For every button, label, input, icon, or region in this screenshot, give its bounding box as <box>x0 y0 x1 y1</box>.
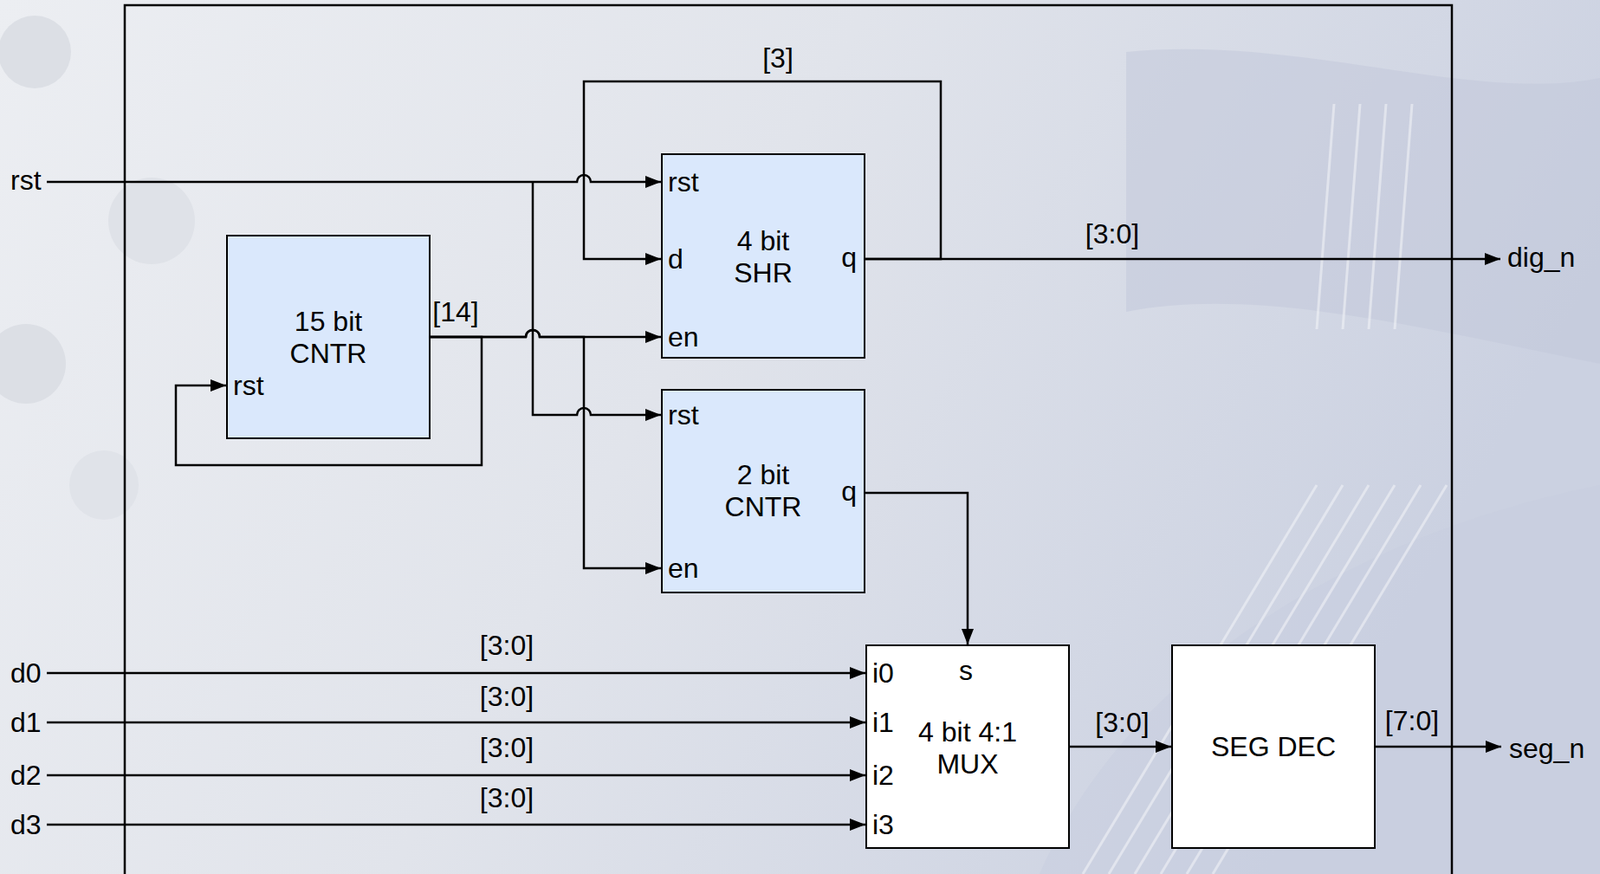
multiplexer-block: i0 s i1 4 bit 4:1 MUX i2 i3 <box>865 644 1070 849</box>
module-boundary <box>124 5 1452 874</box>
output-bus-wire <box>865 258 1501 261</box>
input-bus-wire <box>46 774 866 778</box>
counter-block: rst 2 bit CNTR q en <box>660 388 866 594</box>
background-decoration <box>0 15 72 89</box>
signal-name: seg_n <box>1509 732 1585 765</box>
background-decoration <box>69 450 139 520</box>
block-title: 4 bit 4:1 MUX <box>909 716 1027 781</box>
bus-width-label: [3:0] <box>479 680 534 713</box>
pin-label: d <box>667 243 684 276</box>
bus-width-label: [7:0] <box>1385 705 1439 738</box>
background-decoration <box>1368 103 1387 330</box>
decoder-block: SEG DEC <box>1171 644 1376 849</box>
bus-width-label: [3] <box>762 42 794 75</box>
background-decoration <box>1082 103 1447 874</box>
signal-connector <box>865 492 968 645</box>
signal-name: d0 <box>10 657 42 690</box>
input-bus-wire <box>46 721 866 725</box>
background-decoration <box>1160 485 1395 874</box>
background-decoration <box>0 323 66 404</box>
pin-label: q <box>841 475 857 508</box>
pin-label: en <box>667 552 700 585</box>
signal-name: d2 <box>10 759 42 792</box>
background-decoration <box>1394 103 1413 330</box>
bus-width-label: [3:0] <box>479 782 534 815</box>
block-title: 2 bit CNTR <box>711 459 816 524</box>
pin-label: rst <box>667 399 700 432</box>
background-decoration <box>1126 49 1600 364</box>
signal-name: rst <box>10 164 42 197</box>
background-decoration <box>1039 485 1600 874</box>
bus-width-label: [14] <box>432 296 479 329</box>
input-bus-wire <box>46 672 866 675</box>
background-decoration <box>1316 103 1335 330</box>
pin-label: en <box>667 321 700 354</box>
block-title: 4 bit SHR <box>711 225 816 290</box>
counter-block: 15 bit CNTR rst <box>226 234 431 440</box>
signal-connector <box>430 330 661 569</box>
block-title: 15 bit CNTR <box>276 305 381 370</box>
bus-width-label: [3:0] <box>479 629 534 662</box>
pin-label: i0 <box>872 657 894 690</box>
bus-width-label: [3:0] <box>479 731 534 765</box>
pin-label: rst <box>233 369 265 402</box>
block-title: SEG DEC <box>1211 731 1336 764</box>
signal-connector <box>1069 745 1172 749</box>
output-bus-wire <box>1375 745 1502 749</box>
pin-label: rst <box>667 166 700 199</box>
bus-width-label: [3:0] <box>1085 218 1140 251</box>
pin-label: i1 <box>872 706 894 739</box>
signal-name: d1 <box>10 706 42 739</box>
shift-register-block: rst d 4 bit SHR q en <box>660 153 866 359</box>
bus-width-label: [3:0] <box>1094 706 1149 739</box>
pin-label: q <box>841 241 857 274</box>
pin-label: s <box>958 654 973 687</box>
input-bus-wire <box>46 823 866 827</box>
reset-wire <box>46 174 661 182</box>
reset-wire <box>532 181 661 415</box>
signal-name: dig_n <box>1507 241 1575 274</box>
signal-name: d3 <box>10 809 42 842</box>
pin-label: i2 <box>872 759 894 792</box>
background-decoration <box>108 177 195 265</box>
background-decoration <box>1342 103 1361 330</box>
pin-label: i3 <box>872 809 894 842</box>
